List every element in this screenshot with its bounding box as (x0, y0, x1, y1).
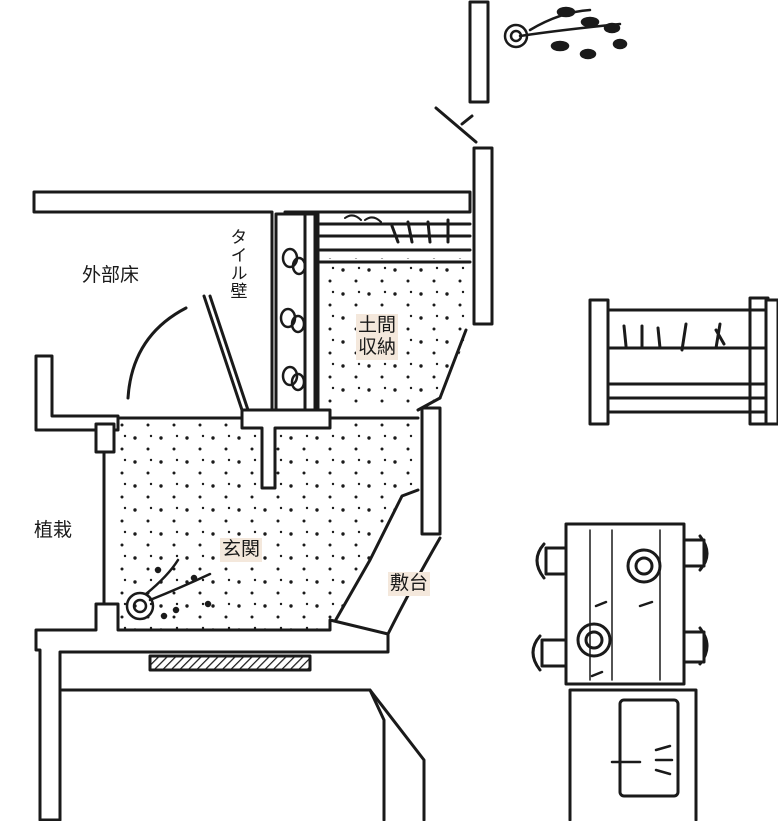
label-tile-wall: タイル壁 (226, 228, 247, 300)
label-earthen-storage: 土間 収納 (356, 314, 399, 360)
right-wall (416, 106, 494, 412)
shoe-icon (279, 247, 307, 392)
shrub-icon (125, 558, 212, 621)
left-wall (34, 354, 120, 610)
side-cabinet (588, 296, 778, 426)
label-step-platform: 敷台 (388, 572, 431, 596)
plant-icon (503, 6, 628, 60)
label-exterior-floor: 外部床 (82, 264, 140, 286)
lower-cabinet (568, 688, 698, 821)
step-platform-wall (328, 406, 442, 636)
entrance-column (116, 408, 420, 490)
bottom-wall (34, 602, 426, 821)
label-planting: 植栽 (34, 519, 73, 541)
upper-wall (468, 0, 490, 104)
dining-table (531, 522, 709, 686)
entrance-door (126, 294, 250, 412)
storage-shelf (318, 214, 472, 264)
label-entrance: 玄関 (220, 538, 263, 562)
